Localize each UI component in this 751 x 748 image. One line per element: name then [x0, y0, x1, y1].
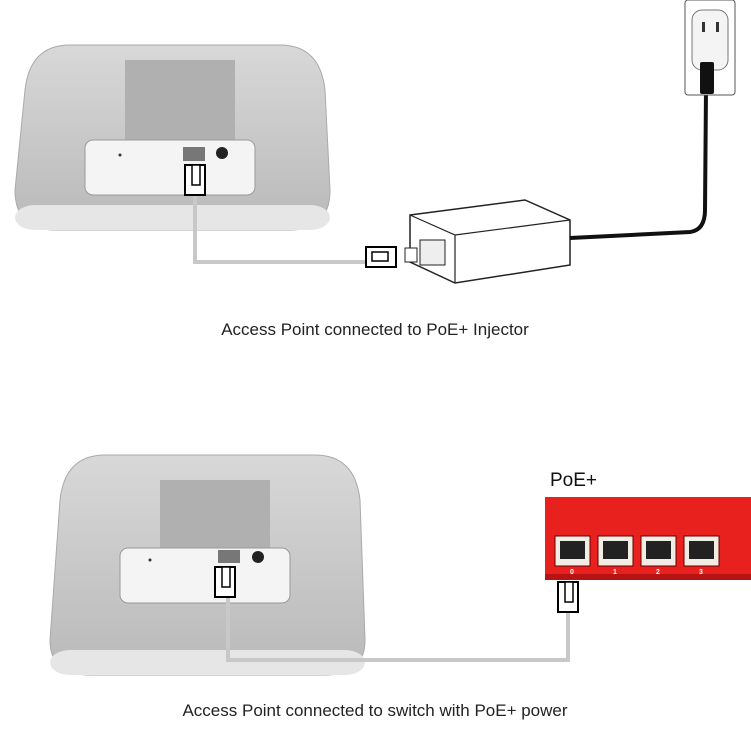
port-number-2: 2	[656, 569, 660, 576]
poe-injector	[404, 199, 571, 284]
switch-port-0	[554, 535, 591, 567]
access-point-2	[49, 454, 366, 676]
switch-port-1	[597, 535, 634, 567]
caption-injector: Access Point connected to PoE+ Injector	[221, 320, 529, 339]
switch-port-3	[683, 535, 720, 567]
port-number-1: 1	[613, 569, 617, 576]
rj45-plug-injector	[365, 246, 397, 268]
poe-switch: 0 1 2 3	[545, 497, 751, 580]
rj45-plug-ap2	[214, 566, 236, 598]
switch-port-2	[640, 535, 677, 567]
wall-outlet	[684, 0, 736, 96]
ethernet-cable-2	[226, 598, 570, 662]
power-cord	[569, 89, 708, 240]
access-point-1	[14, 44, 331, 231]
rj45-plug-ap1	[184, 164, 206, 196]
rj45-plug-switch	[557, 581, 579, 613]
switch-label: PoE+	[550, 470, 598, 491]
port-number-0: 0	[570, 569, 574, 576]
port-number-3: 3	[699, 569, 703, 576]
caption-switch: Access Point connected to switch with Po…	[182, 701, 568, 720]
ethernet-cable-1	[193, 196, 366, 264]
